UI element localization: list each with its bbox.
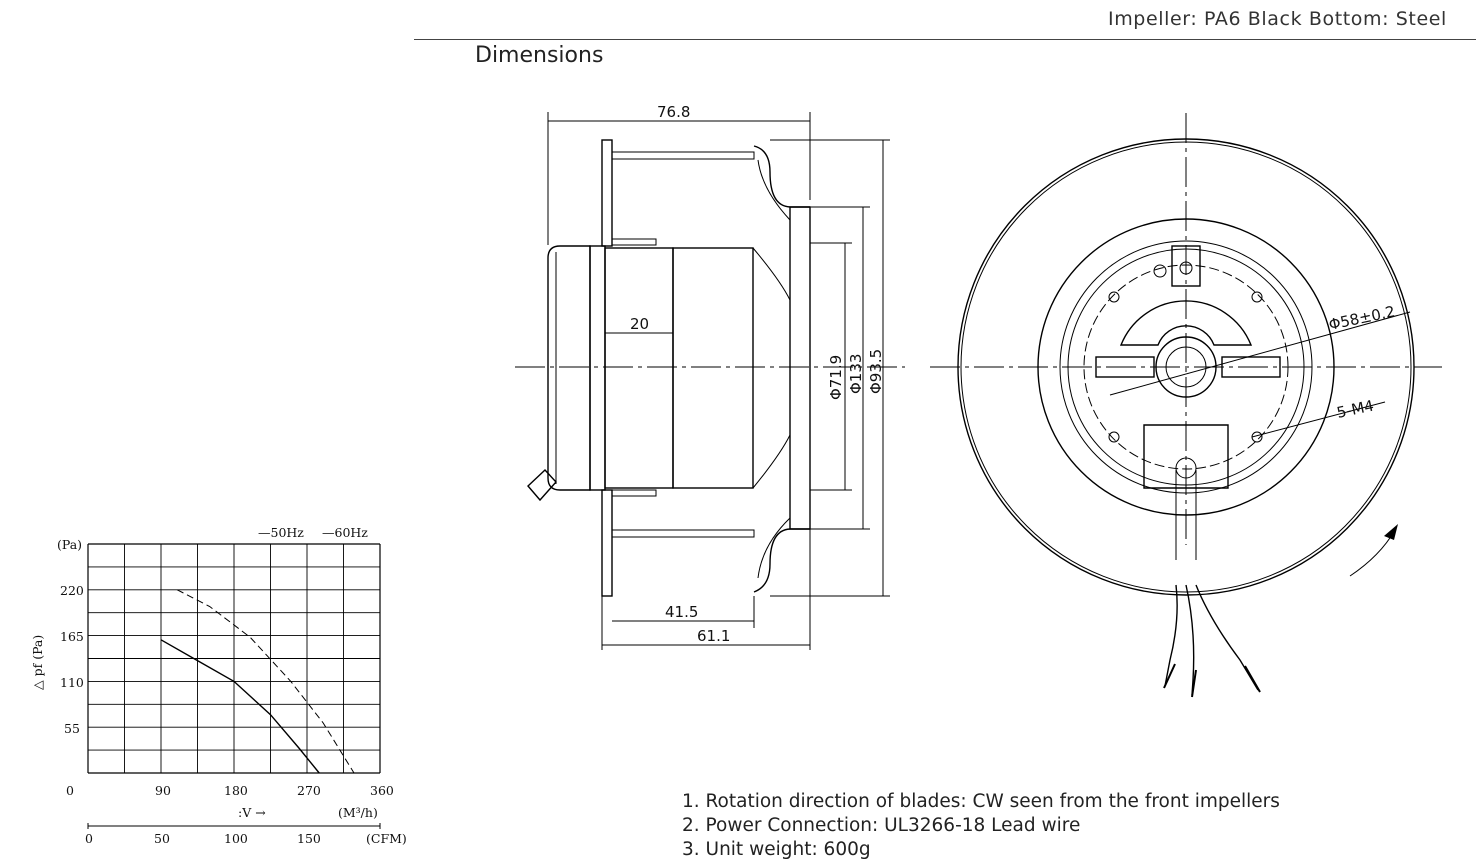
notes-list: 1. Rotation direction of blades: CW seen… [682, 790, 1280, 862]
series-50hz-line [160, 639, 320, 774]
screw-label: 5-M4 [1335, 397, 1375, 422]
blade-lines [752, 247, 791, 489]
screw-hole-2 [1251, 291, 1263, 303]
y-unit-label: (Pa) [57, 537, 82, 552]
blade-bottom [757, 517, 791, 579]
blade-top [757, 159, 791, 221]
impeller-outer-circle-2 [960, 141, 1412, 593]
note-3: 3. Unit weight: 600g [682, 839, 871, 860]
material-spec-text: Impeller: PA6 Black Bottom: Steel [1108, 8, 1447, 30]
x-tick-90: 90 [155, 783, 171, 798]
x2-tick-50: 50 [154, 831, 170, 846]
motor-cap [547, 245, 591, 491]
screw-hole-1 [1108, 291, 1120, 303]
motor-circle [1059, 240, 1313, 494]
fan-side-view: 76.8 20 Φ71 [515, 103, 905, 650]
shroud-top-rib [611, 151, 755, 160]
ground-symbol [1153, 264, 1167, 278]
x-tick-360: 360 [370, 783, 394, 798]
cable-box [1143, 424, 1229, 489]
screw-hole-3 [1108, 431, 1120, 443]
shroud-bottom-curve [753, 528, 810, 593]
performance-chart: (Pa) △ pf (Pa) 220 165 110 55 0 90 180 2… [30, 525, 407, 846]
rotation-arrowhead [1384, 524, 1398, 540]
backplate [789, 206, 811, 530]
slot-right [1221, 356, 1281, 378]
hub-bottom-rib [611, 489, 657, 497]
arc-cutout [1119, 300, 1253, 346]
shroud-top-curve [753, 145, 810, 208]
dimensions-title: Dimensions [475, 43, 604, 68]
motor-body-2 [672, 247, 754, 489]
dim-76-8-label: 76.8 [657, 103, 690, 121]
lead-wire-2 [1185, 584, 1195, 696]
y-tick-165: 165 [60, 629, 84, 644]
cable-sleeve [1175, 470, 1197, 560]
x2-unit-label: (CFM) [366, 831, 407, 846]
y-tick-220: 220 [60, 583, 84, 598]
legend-50hz: —50Hz [258, 525, 304, 540]
hub-top-rib [611, 238, 657, 246]
lead-wire-3 [1195, 584, 1259, 691]
impeller-outer-circle [957, 138, 1415, 596]
dia-58-label: Φ58±0.2 [1327, 302, 1397, 334]
x2-tick-0: 0 [85, 831, 93, 846]
cable-gland [527, 469, 557, 502]
dia-58-leader [1109, 311, 1411, 396]
dia-71-9-label: Φ71.9 [827, 355, 845, 400]
x-tick-270: 270 [297, 783, 321, 798]
dim-61-1-label: 61.1 [697, 627, 730, 645]
top-tab-hole [1179, 261, 1193, 275]
lead-wire-1 [1164, 584, 1178, 687]
header-rule [414, 39, 1476, 40]
dim-20-label: 20 [630, 315, 649, 333]
y-axis-label: △ pf (Pa) [30, 635, 45, 690]
legend-60hz: —60Hz [322, 525, 368, 540]
series-60hz-line [176, 589, 355, 774]
top-tab [1171, 245, 1201, 287]
slot-left [1095, 356, 1155, 378]
wire-ends [1163, 663, 1261, 698]
fan-front-view: Φ58±0.2 5-M4 [930, 113, 1442, 698]
note-2: 2. Power Connection: UL3266-18 Lead wire [682, 815, 1081, 836]
bolt-circle [1083, 264, 1289, 470]
x-axis-label: :V → [238, 805, 266, 820]
x-tick-0: 0 [66, 783, 74, 798]
plate-circle [1037, 218, 1335, 516]
x-tick-180: 180 [224, 783, 248, 798]
shroud-bottom-rib [611, 529, 755, 538]
dim-41-5-label: 41.5 [665, 603, 698, 621]
y-tick-55: 55 [64, 721, 80, 736]
dia-93-5-label: Φ93.5 [867, 349, 885, 394]
shroud-top-flange [601, 139, 613, 247]
x-unit-label: (M³/h) [338, 805, 378, 820]
x2-tick-150: 150 [297, 831, 321, 846]
motor-body [604, 247, 674, 489]
screw-leader [1251, 401, 1386, 438]
x2-tick-100: 100 [224, 831, 248, 846]
chart-grid [87, 543, 381, 774]
motor-circle-2 [1067, 248, 1305, 486]
hub-circle [1155, 336, 1217, 398]
hub-inner-circle [1165, 346, 1207, 388]
y-tick-110: 110 [60, 675, 84, 690]
dia-133-label: Φ133 [847, 354, 865, 394]
cable-exit [1175, 457, 1197, 479]
motor-ring [589, 245, 606, 491]
note-1: 1. Rotation direction of blades: CW seen… [682, 791, 1280, 812]
shroud-bottom-flange [601, 489, 613, 597]
